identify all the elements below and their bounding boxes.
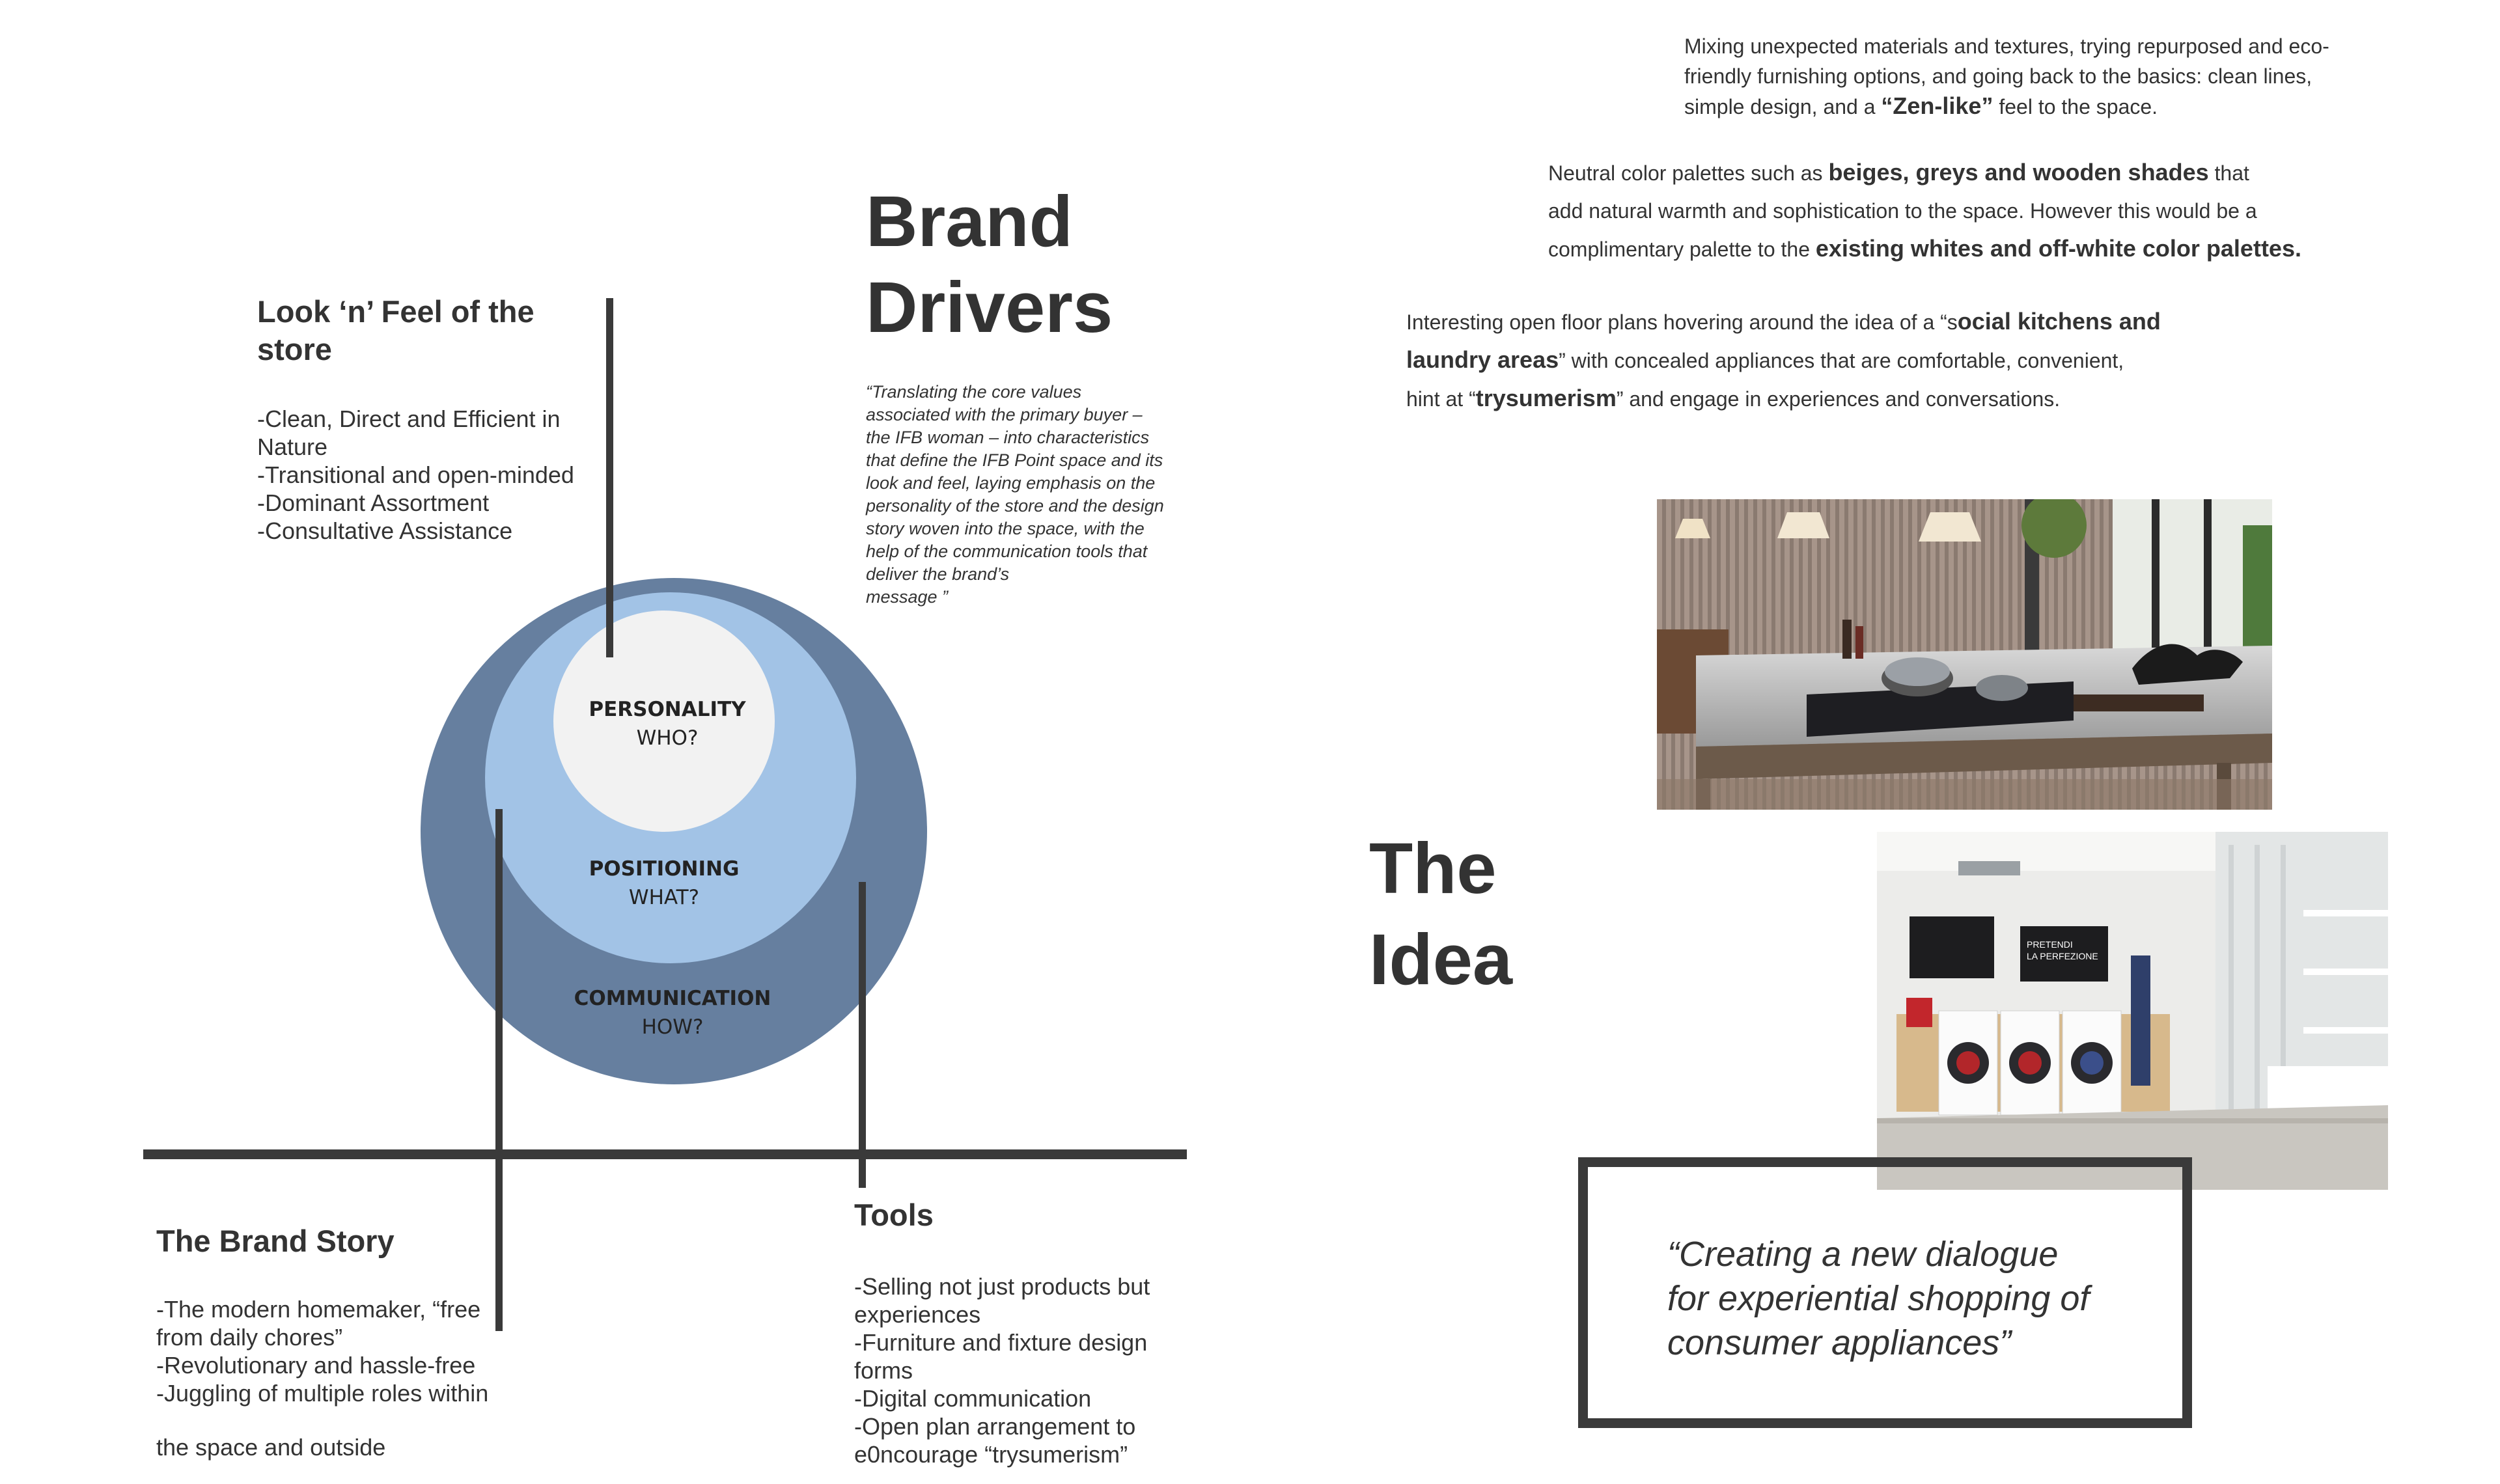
text-run: ” and engage in experiences and conversa… <box>1616 387 2061 411</box>
horizontal-divider <box>143 1149 1187 1159</box>
bold-run: existing whites and off-white color pale… <box>1815 235 2301 262</box>
list-item: Nature <box>257 433 328 460</box>
quote-line: message ” <box>866 587 949 607</box>
bold-run: beiges, greys and wooden shades <box>1828 159 2209 186</box>
look-feel-list: -Clean, Direct and Efficient in Nature -… <box>257 405 622 545</box>
list-item: forms <box>854 1357 913 1384</box>
label-title: COMMUNICATION <box>574 987 771 1010</box>
list-item: from daily chores” <box>156 1324 343 1351</box>
title-line: Idea <box>1369 920 1513 1000</box>
connector-line-top <box>606 298 613 657</box>
para-line: complimentary palette to the existing wh… <box>1548 230 2395 268</box>
title-line: Brand <box>866 182 1073 262</box>
para-line: add natural warmth and sophistication to… <box>1548 199 2257 223</box>
store-sign-line1: PRETENDI <box>2027 939 2073 950</box>
heading-line: Look ‘n’ Feel of the <box>257 294 535 329</box>
text-run: Neutral color palettes such as <box>1548 161 1829 185</box>
bold-run: “Zen-like” <box>1881 92 1993 119</box>
communication-label: COMMUNICATION HOW? <box>542 984 803 1041</box>
look-feel-heading: Look ‘n’ Feel of the store <box>257 293 535 368</box>
list-item: -Dominant Assortment <box>257 489 490 516</box>
quote-line: “Translating the core values <box>866 382 1082 402</box>
bold-run: trysumerism <box>1475 385 1617 411</box>
the-idea-title: The Idea <box>1369 823 1512 1006</box>
para-line: Interesting open floor plans hovering ar… <box>1406 303 2253 341</box>
quote-line: “Creating a new dialogue <box>1667 1235 2059 1274</box>
connector-line-right <box>859 882 866 1188</box>
title-line: The <box>1369 829 1497 909</box>
list-item: -Clean, Direct and Efficient in <box>257 405 561 432</box>
text-run: Interesting open floor plans hovering ar… <box>1406 310 1958 334</box>
paragraph-colors: Neutral color palettes such as beiges, g… <box>1548 154 2395 268</box>
label-sub: WHAT? <box>628 886 700 909</box>
text-run: that <box>2208 161 2249 185</box>
personality-label: PERSONALITY WHO? <box>537 695 798 752</box>
brand-drivers-quote: “Translating the core values associated … <box>866 381 1230 609</box>
quote-line: consumer appliances” <box>1667 1323 2012 1362</box>
bold-run: laundry areas <box>1406 346 1559 373</box>
paragraph-floorplans: Interesting open floor plans hovering ar… <box>1406 303 2253 418</box>
para-line: simple design, and a “Zen-like” feel to … <box>1684 91 2465 122</box>
quote-line: for experiential shopping of <box>1667 1279 2090 1318</box>
positioning-label: POSITIONING WHAT? <box>534 855 794 912</box>
quote-line: deliver the brand’s <box>866 564 1010 584</box>
dialogue-quote-box: “Creating a new dialogue for experientia… <box>1578 1157 2192 1428</box>
text-run: complimentary palette to the <box>1548 238 1816 261</box>
text-run: simple design, and a <box>1684 95 1882 118</box>
connector-line-left <box>495 809 503 1331</box>
para-line: Mixing unexpected materials and textures… <box>1684 34 2329 58</box>
quote-line: personality of the store and the design <box>866 496 1164 515</box>
text-run: feel to the space. <box>1993 95 2158 118</box>
label-sub: WHO? <box>636 726 699 750</box>
quote-line: that define the IFB Point space and its <box>866 450 1163 470</box>
kitchen-photo-image <box>1657 499 2272 810</box>
store-sign-line2: LA PERFEZIONE <box>2027 951 2098 961</box>
title-line: Drivers <box>866 268 1113 348</box>
list-item: -Juggling of multiple roles within <box>156 1380 489 1407</box>
label-title: PERSONALITY <box>589 698 746 721</box>
quote-line: look and feel, laying emphasis on the <box>866 473 1156 493</box>
list-item: -Furniture and fixture design <box>854 1329 1148 1356</box>
tools-list: -Selling not just products but experienc… <box>854 1272 1219 1468</box>
kitchen-photo <box>1657 499 2272 810</box>
tools-heading: Tools <box>854 1198 934 1232</box>
personality-circle <box>553 611 775 832</box>
text-run: ” with concealed appliances that are com… <box>1559 349 2124 372</box>
laundry-store-image: PRETENDI LA PERFEZIONE <box>1877 832 2388 1190</box>
quote-line: associated with the primary buyer – <box>866 405 1143 424</box>
laundry-store-photo: PRETENDI LA PERFEZIONE <box>1877 832 2388 1190</box>
dialogue-quote-text: “Creating a new dialogue for experientia… <box>1667 1232 2123 1365</box>
list-item: -Digital communication <box>854 1385 1092 1412</box>
label-sub: HOW? <box>641 1015 704 1039</box>
list-item: -Transitional and open-minded <box>257 461 574 488</box>
list-item: -The modern homemaker, “free <box>156 1296 481 1323</box>
list-item: -Revolutionary and hassle-free <box>156 1352 476 1379</box>
list-item: -Consultative Assistance <box>257 517 513 544</box>
list-item: e0ncourage “trysumerism” <box>854 1441 1128 1468</box>
bold-run: ocial kitchens and <box>1957 308 2161 335</box>
list-item: experiences <box>854 1301 981 1328</box>
para-line: laundry areas” with concealed appliances… <box>1406 341 2253 379</box>
list-item: -Selling not just products but <box>854 1273 1150 1300</box>
list-item: -Open plan arrangement to <box>854 1413 1136 1440</box>
brand-story-tail: the space and outside <box>156 1434 386 1461</box>
quote-line: story woven into the space, with the <box>866 519 1145 538</box>
brand-drivers-title: Brand Drivers <box>866 179 1113 351</box>
brand-story-list: -The modern homemaker, “free from daily … <box>156 1295 521 1407</box>
para-line: friendly furnishing options, and going b… <box>1684 64 2312 88</box>
quote-line: help of the communication tools that <box>866 542 1148 561</box>
quote-line: the IFB woman – into characteristics <box>866 428 1150 447</box>
label-title: POSITIONING <box>589 857 740 881</box>
brand-story-heading: The Brand Story <box>156 1224 395 1258</box>
heading-line: store <box>257 332 332 366</box>
paragraph-materials: Mixing unexpected materials and textures… <box>1684 31 2465 122</box>
para-line: Neutral color palettes such as beiges, g… <box>1548 154 2395 192</box>
para-line: hint at “trysumerism” and engage in expe… <box>1406 379 2253 418</box>
text-run: hint at “ <box>1406 387 1476 411</box>
